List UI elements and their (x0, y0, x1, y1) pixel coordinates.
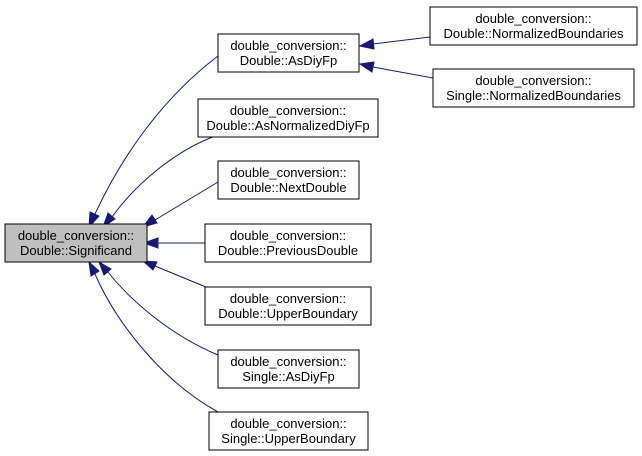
edge-asdiyfp-double-to-significand (88, 55, 219, 229)
node-upperboundary-single-line2: Single::UpperBoundary (221, 431, 356, 446)
node-nextdouble-line2: Double::NextDouble (230, 180, 346, 195)
node-normalizedboundaries-single[interactable]: double_conversion:: Single::NormalizedBo… (432, 68, 635, 108)
node-asnormalizeddiyfp[interactable]: double_conversion:: Double::AsNormalized… (197, 98, 379, 138)
node-normalizedboundaries-single-line2: Single::NormalizedBoundaries (446, 88, 621, 103)
node-upperboundary-double[interactable]: double_conversion:: Double::UpperBoundar… (204, 286, 372, 326)
node-asnormalizeddiyfp-line2: Double::AsNormalizedDiyFp (206, 118, 369, 133)
node-normalizedboundaries-double-line2: Double::NormalizedBoundaries (444, 26, 624, 41)
node-upperboundary-double-line1: double_conversion:: (230, 291, 346, 306)
node-normalizedboundaries-single-line1: double_conversion:: (475, 73, 591, 88)
node-significand-line1: double_conversion:: (18, 228, 134, 243)
node-asdiyfp-single-line1: double_conversion:: (230, 354, 346, 369)
node-normalizedboundaries-double[interactable]: double_conversion:: Double::NormalizedBo… (429, 6, 638, 46)
edge-asnormalizeddiyfp-to-significand (102, 134, 219, 229)
edge-normalizedboundaries-single-to-asdiyfp (358, 61, 434, 79)
edge-upperboundary-single-to-significand (88, 260, 219, 413)
node-asdiyfp-single-line2: Single::AsDiyFp (242, 369, 334, 384)
node-asnormalizeddiyfp-line1: double_conversion:: (230, 103, 346, 118)
edge-previousdouble-to-significand (142, 237, 205, 249)
node-asdiyfp-single[interactable]: double_conversion:: Single::AsDiyFp (217, 349, 360, 389)
node-asdiyfp-double[interactable]: double_conversion:: Double::AsDiyFp (217, 33, 360, 73)
node-asdiyfp-double-line1: double_conversion:: (230, 38, 346, 53)
edge-normalizedboundaries-double-to-asdiyfp (358, 36, 431, 50)
node-previousdouble-line2: Double::PreviousDouble (218, 243, 358, 258)
node-previousdouble[interactable]: double_conversion:: Double::PreviousDoub… (204, 223, 372, 263)
node-significand-line2: Double::Significand (20, 243, 132, 258)
node-nextdouble-line1: double_conversion:: (230, 165, 346, 180)
node-normalizedboundaries-double-line1: double_conversion:: (475, 11, 591, 26)
edge-nextdouble-to-significand (141, 181, 219, 228)
node-significand[interactable]: double_conversion:: Double::Significand (4, 223, 148, 263)
node-upperboundary-double-line2: Double::UpperBoundary (218, 306, 358, 321)
node-asdiyfp-double-line2: Double::AsDiyFp (240, 53, 338, 68)
node-upperboundary-single-line1: double_conversion:: (230, 416, 346, 431)
node-previousdouble-line1: double_conversion:: (230, 228, 346, 243)
node-upperboundary-single[interactable]: double_conversion:: Single::UpperBoundar… (208, 411, 369, 451)
node-nextdouble[interactable]: double_conversion:: Double::NextDouble (217, 160, 360, 200)
edge-asdiyfp-single-to-significand (98, 260, 219, 356)
